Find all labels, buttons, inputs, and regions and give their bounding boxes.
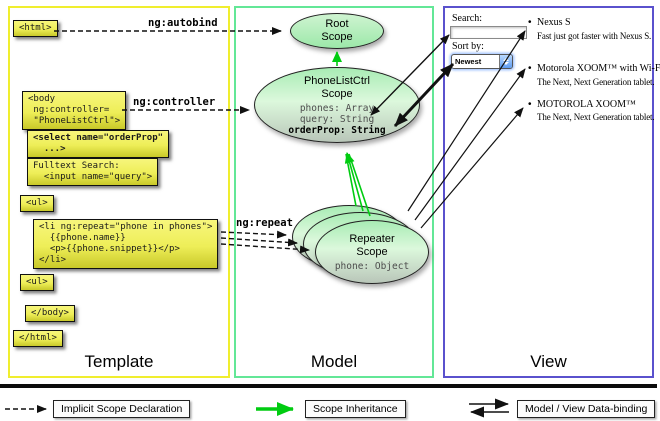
sort-dropdown[interactable]: Newest <box>451 54 513 69</box>
phonelistctrl-scope-ellipse: PhoneListCtrl Scope phones: Array query:… <box>254 67 420 143</box>
phonelistctrl-scope-props: phones: Array query: String <box>299 102 375 125</box>
phone-name: Motorola XOOM™ with Wi-Fi <box>537 63 660 74</box>
phone-name: MOTOROLA XOOM™ <box>537 99 636 110</box>
phone-list-item: • Nexus S <box>528 12 571 30</box>
code-ul-close: <ul> <box>20 274 54 291</box>
phone-snippet: Fast just got faster with Nexus S. <box>537 31 652 41</box>
code-select-orderprop: <select name="orderProp" ...> <box>27 130 170 158</box>
code-ul-open: <ul> <box>20 195 54 212</box>
sort-by-label: Sort by: <box>452 41 484 52</box>
search-label: Search: <box>452 13 482 24</box>
template-column: Template <box>8 6 230 378</box>
bullet-icon: • <box>528 99 532 110</box>
phone-list-item: • MOTOROLA XOOM™ <box>528 94 636 112</box>
model-column: Model <box>234 6 434 378</box>
phone-list-item: • Motorola XOOM™ with Wi-Fi <box>528 58 660 76</box>
code-li-repeat: <li ng:repeat="phone in phones"> {{phone… <box>33 219 219 269</box>
view-column-label: View <box>530 352 567 371</box>
phonelistctrl-scope-orderprop: orderProp: String <box>288 124 386 136</box>
code-body-close: </body> <box>25 305 75 322</box>
code-html-open: <html> <box>13 20 58 37</box>
template-column-label: Template <box>84 352 154 371</box>
sort-dropdown-value: Newest <box>455 57 482 66</box>
legend-scope-inheritance: Scope Inheritance <box>305 400 406 418</box>
repeater-scope-prop: phone: Object <box>334 260 410 272</box>
repeater-scope-title: Repeater Scope <box>349 232 395 258</box>
root-scope-title: Root Scope <box>321 18 353 43</box>
code-fulltext-search: Fulltext Search: <input name="query"> <box>27 158 159 186</box>
model-column-label: Model <box>310 352 358 371</box>
repeater-scope-ellipse-front: Repeater Scope phone: Object <box>315 220 429 284</box>
ng-repeat-label: ng:repeat <box>236 217 293 229</box>
phone-snippet: The Next, Next Generation tablet. <box>537 77 655 87</box>
bullet-icon: • <box>528 63 532 74</box>
bullet-icon: • <box>528 17 532 28</box>
root-scope-ellipse: Root Scope <box>290 13 384 49</box>
code-body-open: <body ng:controller= "PhoneListCtrl"> <box>22 91 127 130</box>
legend-implicit-scope-declaration: Implicit Scope Declaration <box>53 400 191 418</box>
ng-autobind-label: ng:autobind <box>148 17 218 29</box>
phonelistctrl-scope-title: PhoneListCtrl Scope <box>303 74 371 100</box>
legend-model-view-databinding: Model / View Data-binding <box>517 400 656 418</box>
code-html-close: </html> <box>13 330 63 347</box>
dropdown-stepper-icon[interactable] <box>499 55 512 68</box>
ng-controller-label: ng:controller <box>133 96 216 108</box>
phone-snippet: The Next, Next Generation tablet. <box>537 112 655 122</box>
legend-separator-bar <box>0 384 657 388</box>
phone-name: Nexus S <box>537 17 571 28</box>
search-input[interactable] <box>450 26 527 39</box>
